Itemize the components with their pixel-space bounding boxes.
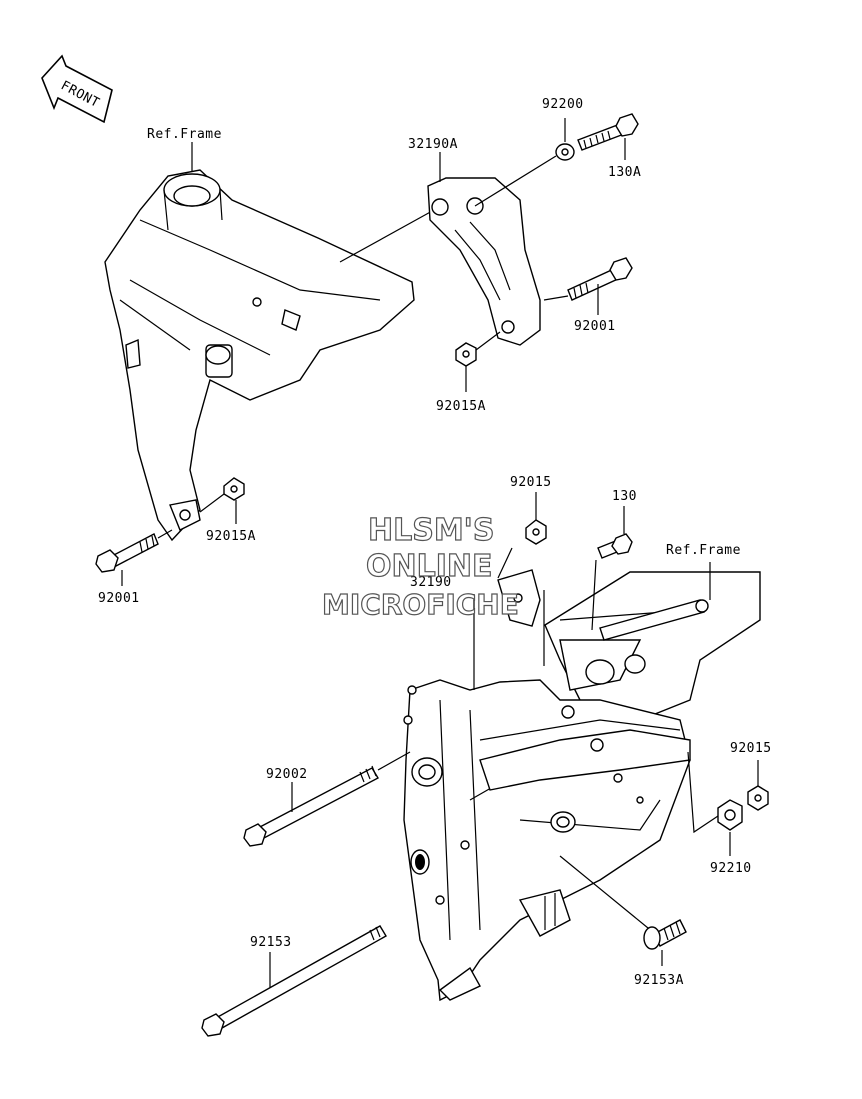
watermark: HLSM'S ONLINE MICROFICHE [321, 512, 519, 621]
bolt-130 [591, 506, 633, 631]
bolt-92002 [243, 751, 411, 847]
bracket-32190 [473, 569, 545, 690]
watermark-line1: HLSM'S [368, 513, 494, 548]
label-130A: 130A [608, 165, 641, 180]
upper-frame-assembly [104, 169, 435, 542]
label-32190A: 32190A [408, 137, 458, 152]
label-92002: 92002 [266, 767, 308, 782]
watermark-line2: ONLINE [366, 549, 493, 584]
label-92153: 92153 [250, 935, 292, 950]
ref-frame-bottom-label: Ref.Frame [666, 543, 741, 558]
nut-92015-top [497, 492, 547, 579]
label-92001-right: 92001 [574, 319, 616, 334]
label-32190: 32190 [410, 575, 452, 590]
label-92200: 92200 [542, 97, 584, 112]
nut-92015A-left [199, 477, 245, 524]
label-130: 130 [612, 489, 637, 504]
label-92153A: 92153A [634, 973, 684, 988]
label-92210: 92210 [710, 861, 752, 876]
washer-92200 [474, 118, 575, 207]
watermark-line3: MICROFICHE [322, 588, 519, 621]
front-arrow: FRONT [41, 54, 113, 124]
label-92015-top: 92015 [510, 475, 552, 490]
nut-92210 [687, 751, 743, 856]
bolt-92153A [559, 855, 687, 966]
bracket-32190A [427, 177, 541, 346]
label-92001-left: 92001 [98, 591, 140, 606]
bolt-92001-left [95, 529, 173, 586]
label-92015A-left: 92015A [206, 529, 256, 544]
bolt-92153 [201, 925, 387, 1037]
bolt-92001-right [543, 257, 633, 315]
bolt-130A [577, 113, 639, 160]
label-92015A-upper: 92015A [436, 399, 486, 414]
lower-engine-assembly [403, 562, 761, 1002]
nut-92015A-upper [455, 331, 501, 392]
label-92015-right: 92015 [730, 741, 772, 756]
nut-92015-right [747, 760, 769, 811]
ref-frame-top-label: Ref.Frame [147, 127, 222, 142]
